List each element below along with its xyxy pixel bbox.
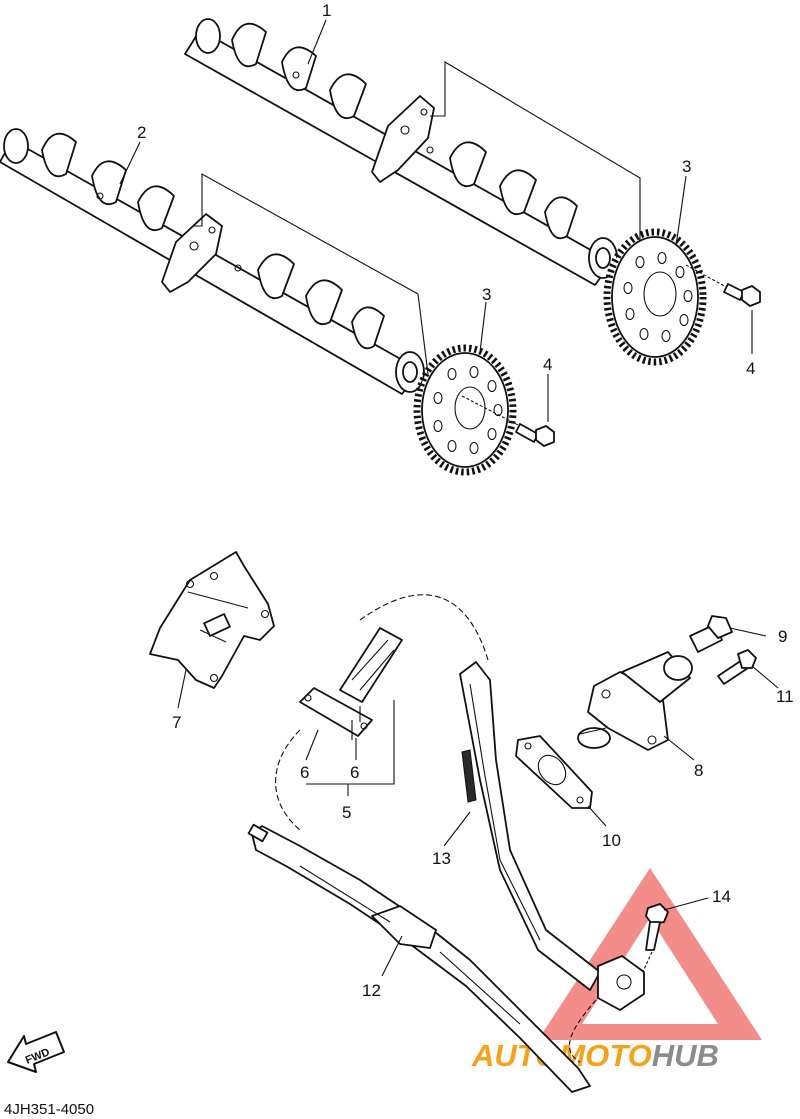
chain-tensioner-8	[577, 651, 693, 751]
callout-3-lower: 3	[482, 285, 491, 304]
chain-link-plates-6	[299, 687, 373, 740]
fwd-arrow-icon: FWD	[7, 1031, 65, 1073]
chain-guide-12	[247, 823, 591, 1093]
cam-sprocket-lower	[413, 344, 517, 476]
callout-1: 1	[322, 1, 331, 20]
callout-4-upper: 4	[746, 359, 755, 378]
callout-2: 2	[137, 123, 146, 142]
camshaft-2	[0, 128, 425, 395]
tensioner-gasket-10	[515, 735, 593, 809]
chain-guide-7	[149, 551, 275, 689]
callout-14: 14	[712, 887, 731, 906]
watermark-triangle-icon	[538, 868, 762, 1040]
callout-6-right: 6	[350, 763, 359, 782]
callout-11: 11	[776, 687, 794, 706]
callout-10: 10	[602, 831, 621, 850]
sprocket-bolt-upper	[685, 264, 761, 307]
sprocket-bolt-lower	[461, 395, 555, 447]
callout-6-left: 6	[300, 763, 309, 782]
tensioner-bolt-11	[717, 649, 779, 689]
callout-4-lower: 4	[543, 355, 552, 374]
callout-3-upper: 3	[682, 157, 691, 176]
callout-labels: 1 2 3 3 4 4 5 6 6 7 8 9 10 11 12 13 14	[137, 1, 794, 1000]
callout-13: 13	[432, 849, 451, 868]
callout-9: 9	[778, 627, 787, 646]
diagram-code: 4JH351-4050	[4, 1101, 94, 1118]
svg-text:AUTOMOTOHUB: AUTOMOTOHUB	[471, 1038, 719, 1073]
assembly-bracket-lines	[194, 61, 641, 375]
callout-12: 12	[362, 981, 381, 1000]
guide-pivot-mount	[568, 955, 645, 1063]
leader-lines	[119, 19, 753, 977]
tensioner-cap-bolt-9	[689, 615, 767, 653]
chain-guide-13	[459, 661, 601, 991]
camshaft-1	[184, 18, 618, 286]
timing-chain-5	[275, 594, 489, 831]
callout-7: 7	[172, 713, 181, 732]
watermark-text-hub: HUB	[652, 1038, 719, 1073]
callout-5: 5	[342, 803, 351, 822]
callout-8: 8	[694, 761, 703, 780]
cam-sprocket-upper	[603, 228, 707, 366]
pivot-bolt-14	[639, 903, 669, 979]
chain-bracket-lines	[306, 700, 395, 796]
